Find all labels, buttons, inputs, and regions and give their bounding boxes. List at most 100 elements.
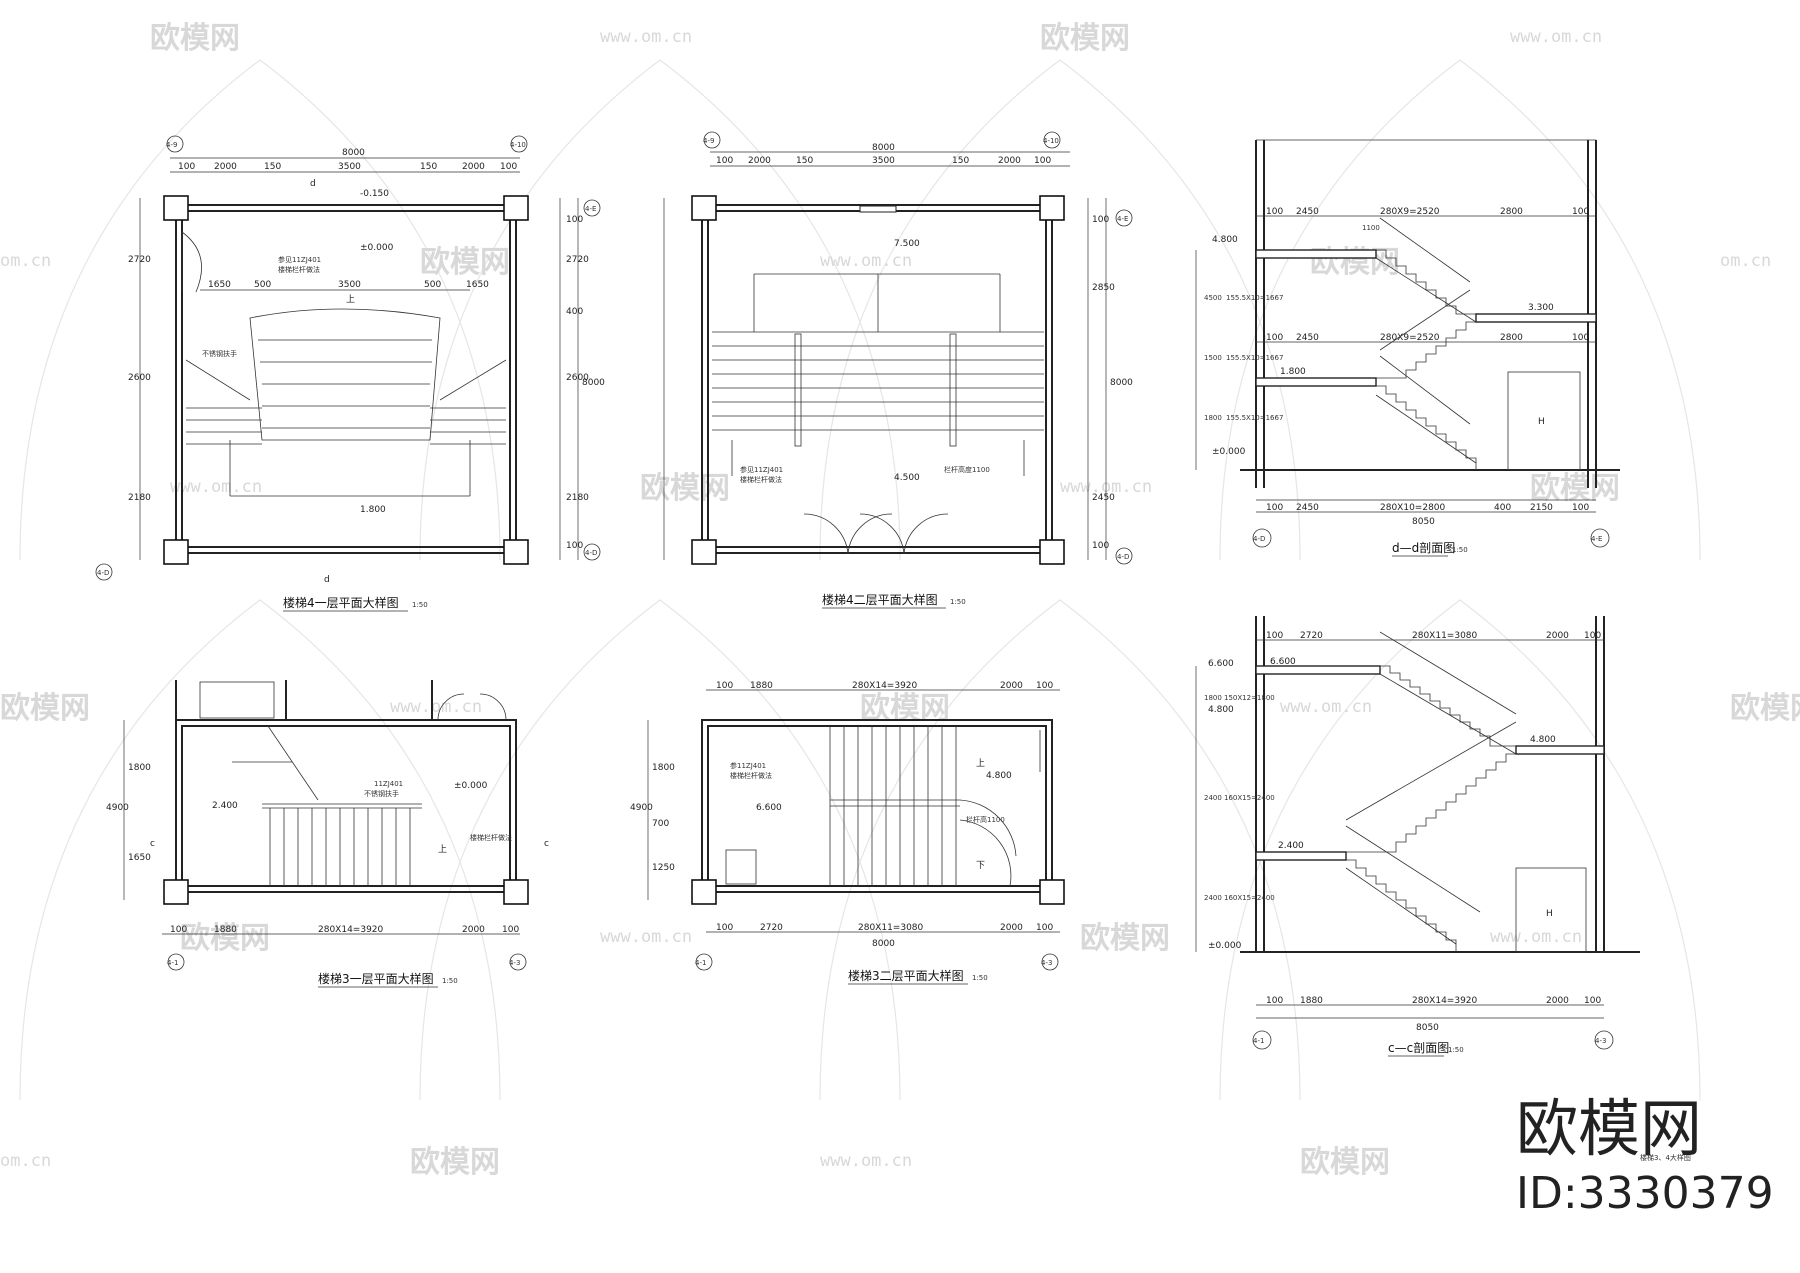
dim: 280X9=2520 [1380,207,1440,217]
dim-total: 4900 [630,803,653,813]
drawing-scale: 1:50 [1448,1046,1464,1054]
watermark-layer: 欧模网 www.om.cn 欧模网 www.om.cn om.cn 欧模网 ww… [0,21,1800,1180]
stair-direction: 上 [976,758,985,769]
dim: 280X14=3920 [318,925,384,935]
dim: 1650 [128,853,151,863]
watermark-url: www.om.cn [1510,27,1602,47]
dim: 4500 [1204,294,1222,302]
note: 栏杆高度1100 [944,465,990,474]
drawing-title: c—c剖面图 [1388,1041,1449,1055]
note: 栏杆高1100 [966,815,1005,824]
dim: 2600 [128,373,151,383]
dim: 100 [1266,207,1283,217]
dim: 100 [1266,333,1283,343]
level: 6.600 [756,803,782,813]
level: 4.800 [986,771,1012,781]
axis-label: 4-E [1591,535,1602,543]
dim: 100 [716,923,733,933]
level: 2.400 [1278,841,1304,851]
dim: 100 [500,162,517,172]
watermark-url: www.om.cn [390,697,482,717]
dim: 150 [264,162,281,172]
axis-label: 4-E [585,205,596,213]
stair-direction: 下 [976,861,985,871]
watermark-brand: 欧模网 [1300,1145,1390,1180]
rail-height: 1100 [1362,224,1380,232]
dim: 1250 [652,863,675,873]
dim: 2000 [1546,996,1569,1006]
dim: 280X14=3920 [852,681,918,691]
note: 不锈钢扶手 [364,789,399,798]
dim: 100 [1266,996,1283,1006]
dim: 2400 [1204,794,1222,802]
dim: 2450 [1296,503,1319,513]
dim: 150 [796,156,813,166]
dim: 2000 [462,925,485,935]
level: 4.500 [894,473,920,483]
axis-label: 4-3 [1595,1037,1606,1045]
watermark-brand: 欧模网 [150,21,240,56]
drawing-scale: 1:50 [972,974,988,982]
watermark-url: www.om.cn [170,477,262,497]
riser-note: 155.5X10=1667 [1226,414,1283,422]
dim: 2000 [214,162,237,172]
brand-logo-text: 欧模网 [1516,1092,1702,1165]
section-mark: c [544,839,549,849]
dim: 100 [1572,333,1589,343]
dim: 2720 [566,255,589,265]
dim: 100 [1092,541,1109,551]
drawing-scale: 1:50 [950,598,966,606]
riser-note: 155.5X10=1667 [1226,354,1283,362]
note: 楼梯栏杆做法 [740,475,782,484]
dim: 2000 [1000,681,1023,691]
watermark-url: www.om.cn [600,27,692,47]
note: 11ZJ401 [374,780,403,788]
dim: 2000 [1546,631,1569,641]
watermark-brand: 欧模网 [180,921,270,956]
dim: 100 [1572,503,1589,513]
note: 参见11ZJ401 [278,255,321,264]
drawing-scale: 1:50 [412,601,428,609]
dim: 280X11=3080 [858,923,924,933]
dim: 150 [952,156,969,166]
dim: 1880 [1300,996,1323,1006]
dim: 3500 [872,156,895,166]
axis-label: 4-D [585,549,597,557]
stair4-floor1-plan: 8000 100 2000 150 3500 150 2000 100 1650… [95,135,605,612]
level: ±0.000 [1208,941,1242,951]
level: 6.600 [1208,659,1234,669]
note: 不锈钢扶手 [202,349,237,358]
watermark-url: www.om.cn [820,1151,912,1171]
dim: 100 [566,215,583,225]
sheet-title: 楼梯3、4大样图 [1640,1153,1691,1162]
dim: 100 [1036,681,1053,691]
dim: 280X11=3080 [1412,631,1478,641]
dim: 100 [1584,631,1601,641]
dim: 2000 [1000,923,1023,933]
dim: 100 [1092,215,1109,225]
dim: 100 [178,162,195,172]
drawing-scale: 1:50 [442,977,458,985]
section-mark: d [310,179,316,189]
dim: 2450 [1296,207,1319,217]
watermark-brand: 欧模网 [420,245,510,280]
stair3-floor2-plan: 100 1880 280X14=3920 2000 100 100 2720 2… [630,681,1065,985]
level: 2.400 [212,801,238,811]
watermark-url: om.cn [0,1151,51,1171]
dim: 1500 [1204,354,1222,362]
section-c-c: 100 2720 280X11=3080 2000 100 100 1880 2… [1195,616,1640,1057]
brand-block: 楼梯3、4大样图 欧模网 ID:3330379 [1516,1092,1774,1219]
dim: 1880 [214,925,237,935]
watermark-url: www.om.cn [820,251,912,271]
door-mark: H [1538,417,1545,427]
dim: 1800 [652,763,675,773]
dim-total: 8050 [1416,1023,1439,1033]
dim-total-top: 8000 [342,148,365,158]
dim: 100 [1584,996,1601,1006]
watermark-brand: 欧模网 [410,1145,500,1180]
level: 4.800 [1208,705,1234,715]
axis-label: 4-3 [509,959,520,967]
dim: 150 [420,162,437,172]
drawing-title: 楼梯3二层平面大样图 [848,968,964,983]
